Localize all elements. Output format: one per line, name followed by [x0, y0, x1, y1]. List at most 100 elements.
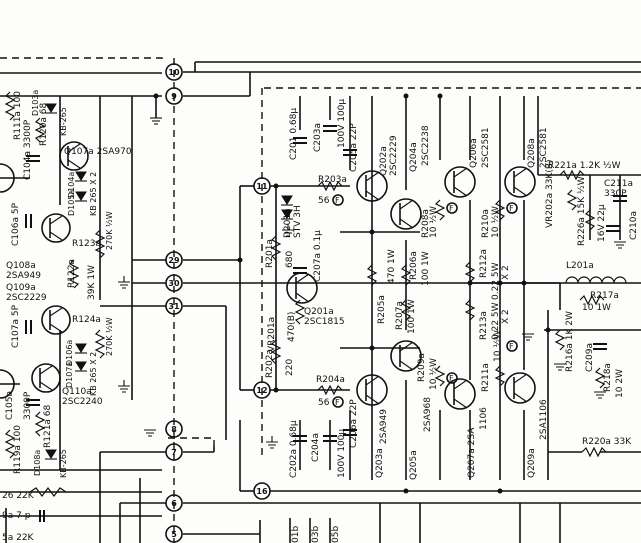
r207a-symbol — [400, 299, 412, 321]
r123a-symbol — [94, 229, 106, 259]
c209a-label: C209a — [585, 343, 595, 372]
q108a-symbol — [41, 213, 71, 243]
svg-text:31: 31 — [168, 302, 180, 311]
q110a-symbol — [31, 363, 61, 393]
r207a-val: 100 1W — [407, 299, 417, 334]
r204a-val: 56 — [318, 398, 330, 408]
r218a-val: 10 2W — [615, 369, 625, 398]
r26-label: 26 22K — [2, 491, 35, 501]
c211a-label: C211a — [604, 179, 633, 189]
kb265-bot-label: KB-265 — [59, 449, 68, 478]
d107a-symbol — [75, 361, 87, 372]
q206a-symbol — [444, 166, 476, 198]
right-labels: Q206a 2SC2581 Q207a 2SA 1106 Q208a 2SC25… — [467, 127, 639, 478]
svg-text:7: 7 — [171, 448, 177, 457]
q207a-type: 1106 — [479, 407, 489, 430]
mid-labels: C201 0.68μ C203a 100V 100μ C205a 22P R20… — [265, 99, 439, 480]
r123a-val: 270K ½W — [105, 211, 114, 250]
vr202a-label: VR202a 33K(B) — [545, 159, 555, 228]
c207a-label: C207a 0.1μ — [313, 230, 323, 282]
svg-text:10: 10 — [168, 68, 180, 77]
left-grounds — [118, 276, 156, 437]
r5a-label: 5a 22K — [2, 533, 35, 543]
d106a-label: D106a — [65, 340, 74, 366]
r205a-label: R205a — [377, 295, 387, 324]
c204a-symbol — [323, 435, 337, 442]
c205a-label: C205a 22P — [349, 123, 359, 172]
q206a-type: 2SC2581 — [481, 127, 491, 168]
c105a-label: C105a — [5, 391, 15, 420]
c9a-symbol — [39, 510, 45, 522]
r216a-label: R216a 1K 2W — [565, 311, 575, 372]
c211a-val: 330P — [604, 189, 627, 199]
d107a-label: D107a — [65, 362, 74, 388]
svg-text:5: 5 — [171, 530, 177, 539]
q110a-type: 2SC2240 — [62, 397, 103, 407]
q209a-label: Q209a — [527, 448, 537, 478]
q204a-symbol — [390, 198, 422, 230]
r221a-label: R221a 1.2K ½W — [548, 161, 621, 171]
q109a-label: Q109a — [6, 283, 36, 293]
r216a-symbol — [554, 329, 566, 351]
r201a-label: R201a — [265, 239, 275, 268]
svg-text:12: 12 — [256, 386, 267, 395]
r220a-label: R220a 33K — [582, 437, 632, 447]
q207a-label: Q207a 2SA — [467, 427, 477, 478]
r212a-symbol — [464, 261, 476, 283]
left-transistors — [0, 141, 89, 399]
bottom-label-01b: 01b — [291, 526, 301, 543]
q202a-type: 2SC2229 — [389, 135, 399, 176]
c9a-label: 9a 7 p — [2, 511, 31, 521]
vr201a-label: VR201a — [267, 317, 277, 352]
q203a-type: 2SA949 — [379, 409, 389, 444]
terminal-12: 12 — [253, 381, 271, 399]
vr201a-symbol — [294, 299, 306, 325]
r201a-val: 680 — [285, 251, 295, 268]
c204a-label: C204a — [311, 433, 321, 462]
r218a-label: R218a — [603, 363, 613, 392]
l201a-inductor — [565, 276, 627, 284]
svg-text:16: 16 — [256, 487, 268, 496]
bottom-labels: 01b 03b 05b — [291, 526, 341, 543]
c226a-symbol — [606, 225, 620, 232]
r213a-val: 0.22 5W — [491, 302, 501, 340]
r124a-val: 270K ½W — [105, 317, 114, 356]
r211a-symbol — [494, 365, 506, 387]
c105a-symbol — [26, 399, 40, 406]
left-resistors — [4, 91, 106, 497]
c226a-label: 16V 22μ — [597, 204, 607, 242]
junction-nodes — [153, 93, 551, 494]
c204a-val: 100V 100μ — [337, 429, 347, 478]
q205a-type: 2SA968 — [423, 397, 433, 432]
r212a-label: R212a — [479, 249, 489, 278]
r217a-label: R217a — [590, 291, 619, 301]
kb265-top-label: KB-265 — [59, 107, 68, 136]
svg-text:30: 30 — [168, 279, 180, 288]
q209a-symbol — [504, 372, 536, 404]
mid-resistors — [270, 169, 607, 458]
connector-8-dash — [168, 437, 215, 446]
r122a-symbol — [68, 259, 80, 289]
vr201a-val: 470(B) — [287, 312, 297, 342]
left-labels: R111a 100 C104a 3300P R120a 68 D103a KB-… — [2, 90, 132, 543]
r217a-val: 10 1W — [582, 303, 611, 313]
c209a-symbol — [593, 343, 607, 350]
c210a-label: C210a — [629, 211, 639, 240]
r217a-symbol — [579, 294, 605, 306]
mid-grounds — [266, 224, 626, 449]
r213a-label: R213a — [479, 311, 489, 340]
q209a-type: 2SA1106 — [539, 399, 549, 440]
r220a-symbol — [581, 446, 607, 458]
r119a-symbol — [4, 429, 16, 459]
left-board-boundary-top — [0, 57, 163, 62]
d104a-label: D104a — [67, 172, 76, 198]
r201a-symbol — [270, 235, 282, 261]
q201a-label: Q201a — [304, 307, 334, 317]
svg-text:9: 9 — [171, 92, 177, 101]
r210a-symbol — [494, 199, 506, 221]
d103a-label: D103a — [31, 90, 40, 116]
c206a-label: C206a 22P — [349, 399, 359, 448]
q-left-edge-symbol — [0, 163, 15, 399]
r209a-label: R209a — [417, 353, 427, 382]
top-rails — [0, 61, 641, 125]
